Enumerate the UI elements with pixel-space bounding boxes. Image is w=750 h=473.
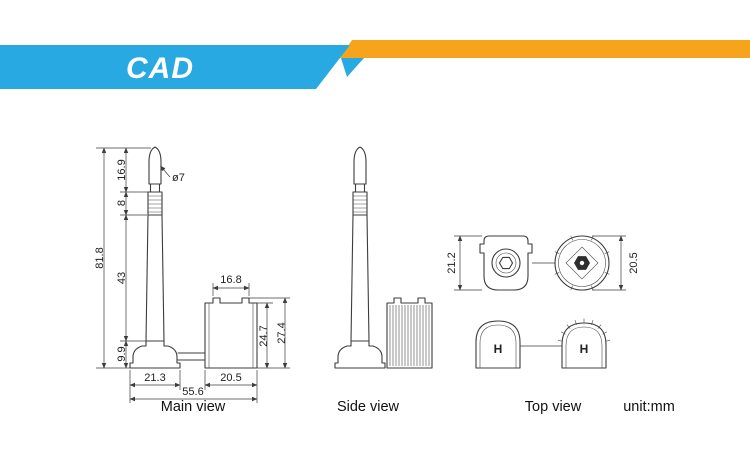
bolt-head-outer-circle [491, 248, 521, 278]
marking-left: H [494, 342, 503, 356]
header-banner: CAD [0, 40, 750, 89]
dim-base-height: 9.9 [116, 346, 128, 361]
bolt-outline-side [334, 146, 386, 369]
dim-total-width: 55.6 [182, 386, 203, 398]
bolt-head-dome-outline [475, 320, 521, 369]
lock-body-fins [389, 305, 430, 366]
barrel-top-rim-circle [558, 239, 606, 287]
bolt-head-top-outline [479, 235, 533, 291]
main-view: 81.8 16.9 8 43 9.9 ø7 21.3 20.5 55.6 16.… [94, 146, 290, 415]
brand-title: CAD [126, 52, 194, 85]
dim-neck-height: 8 [116, 200, 128, 206]
barrel-top-outer-circle [554, 235, 610, 291]
banner-yellow-stripe [340, 40, 750, 58]
dim-barrel-width: 20.5 [220, 372, 241, 384]
dim-shaft-height: 43 [116, 272, 128, 284]
banner-blue-accent [341, 58, 364, 77]
dim-tip-diameter: ø7 [172, 172, 185, 184]
lock-body-inner-lines [208, 303, 254, 368]
barrel-dome-inner [565, 326, 603, 369]
main-view-label: Main view [161, 399, 226, 415]
dim-bolt-width: 21.3 [144, 372, 165, 384]
dim-overall-height: 81.8 [94, 247, 106, 268]
unit-label: unit:mm [623, 399, 675, 415]
side-view-label: Side view [337, 399, 400, 415]
top-view-label: Top view [525, 399, 582, 415]
dim-bolt-head-height: 21.2 [446, 252, 458, 273]
dim-barrel-height: 27.4 [276, 322, 288, 343]
top-view: 21.2 20.5 H H Top view unit:mm [446, 235, 675, 415]
lock-body-outline [204, 297, 258, 369]
barrel-top-square [565, 246, 599, 280]
connector-tab [177, 352, 206, 361]
bolt-head-inner-circle [495, 252, 517, 274]
side-view: Side view [334, 146, 433, 415]
marking-right: H [580, 342, 589, 356]
barrel-top-hex-center [579, 260, 585, 266]
bolt-head-dome-inner [479, 324, 517, 369]
main-view-dimension-lines [101, 147, 288, 402]
barrel-dome-fins [557, 318, 611, 342]
top-view-extension-lines [454, 235, 626, 291]
lock-body-side-outline [386, 297, 433, 369]
dim-barrel-top-height: 20.5 [628, 252, 640, 273]
banner-blue-parallelogram [0, 45, 350, 89]
barrel-top-notches [554, 235, 610, 291]
dim-barrel-inner-height: 24.7 [258, 325, 270, 346]
dim-tip-height: 16.9 [116, 159, 128, 180]
bolt-head-hex [498, 256, 514, 270]
dim-barrel-top-width: 16.8 [220, 274, 241, 286]
